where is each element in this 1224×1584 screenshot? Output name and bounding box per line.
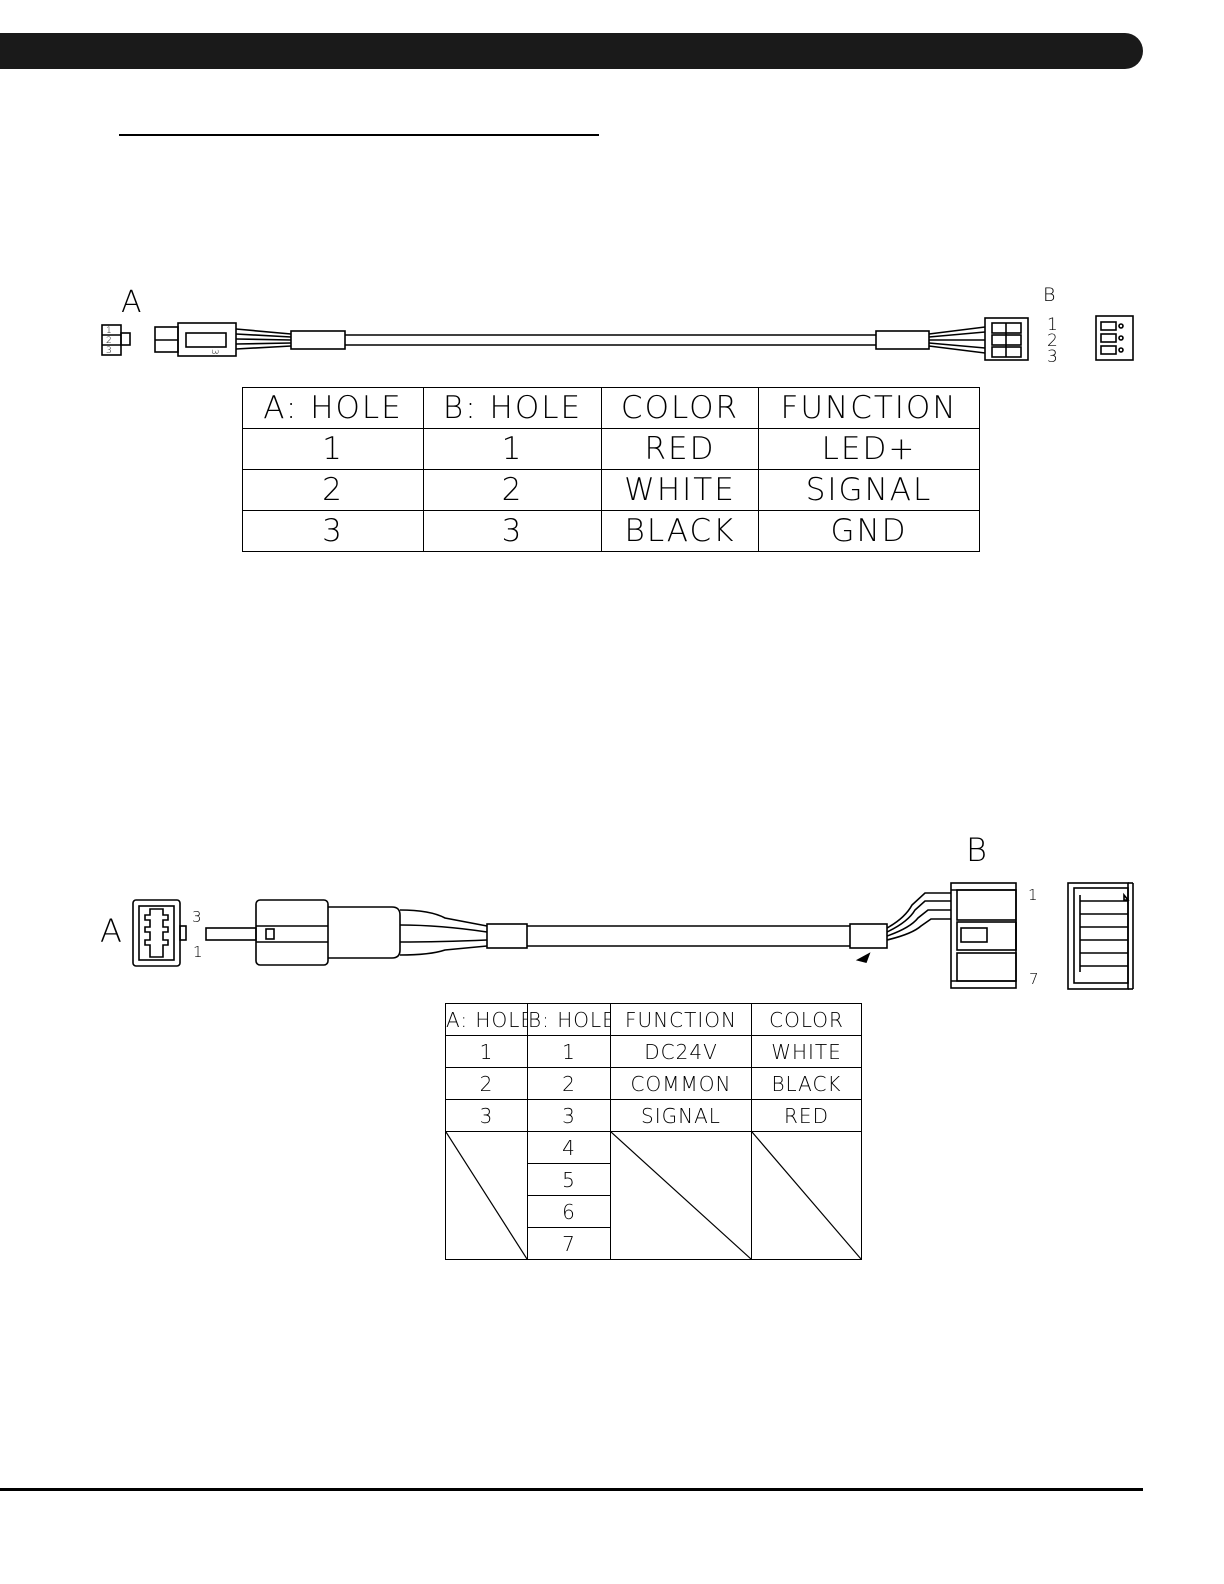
cell-a-hole: 2 bbox=[446, 1068, 528, 1100]
harness-2-pin-table: A: HOLE B: HOLE FUNCTION COLOR 1 1 DC24V… bbox=[445, 1003, 862, 1260]
header-color: COLOR bbox=[602, 388, 759, 429]
table-row: 3 3 SIGNAL RED bbox=[446, 1100, 862, 1132]
harness-1-connector-a-housing bbox=[155, 323, 236, 356]
table-header-row: A: HOLE B: HOLE COLOR FUNCTION bbox=[243, 388, 980, 429]
cell-a-hole: 2 bbox=[243, 470, 424, 511]
table-row: 2 2 COMMON BLACK bbox=[446, 1068, 862, 1100]
harness-2-drawing bbox=[133, 883, 1133, 989]
header-b-hole: B: HOLE bbox=[528, 1004, 611, 1036]
harness-1-a-pin-1: 1 bbox=[106, 326, 112, 336]
harness-2-connector-a-housing bbox=[206, 900, 400, 965]
table-row: 2 2 WHITE SIGNAL bbox=[243, 470, 980, 511]
harness-1-pin-table: A: HOLE B: HOLE COLOR FUNCTION 1 1 RED L… bbox=[242, 387, 980, 552]
header-b-hole: B: HOLE bbox=[424, 388, 602, 429]
cell-b-hole: 6 bbox=[528, 1196, 611, 1228]
cell-color: BLACK bbox=[602, 511, 759, 552]
harness-2-sleeve-b bbox=[850, 924, 887, 948]
unused-slash bbox=[611, 1132, 751, 1259]
harness-1-connector-b-face bbox=[1096, 316, 1133, 360]
unused-color-cell bbox=[752, 1132, 862, 1260]
harness-2-connector-b-housing bbox=[951, 883, 1016, 988]
header-a-hole: A: HOLE bbox=[446, 1004, 528, 1036]
header-color: COLOR bbox=[752, 1004, 862, 1036]
harness-1-label-b: B bbox=[1043, 284, 1055, 306]
harness-2-wires-b bbox=[887, 893, 951, 940]
harness-2-connector-a-face bbox=[133, 900, 186, 966]
header-a-hole: A: HOLE bbox=[243, 388, 424, 429]
unused-function-cell bbox=[611, 1132, 752, 1260]
harness-1-label-a: A bbox=[121, 285, 142, 320]
harness-1-wires-b bbox=[929, 327, 985, 353]
cell-b-hole: 3 bbox=[528, 1100, 611, 1132]
harness-1-a-side-pin: 3 bbox=[209, 349, 219, 355]
table-row: 1 1 DC24V WHITE bbox=[446, 1036, 862, 1068]
harness-1-b-pin-3: 3 bbox=[1047, 347, 1058, 367]
harness-2-a-pin-top: 3 bbox=[192, 908, 202, 926]
harness-2-b-pin-bottom: 7 bbox=[1029, 970, 1039, 988]
cell-color: WHITE bbox=[752, 1036, 862, 1068]
header-function: FUNCTION bbox=[759, 388, 980, 429]
harness-1-a-pin-2: 2 bbox=[106, 336, 112, 346]
harness-2-label-b: B bbox=[966, 831, 987, 869]
cell-b-hole: 2 bbox=[528, 1068, 611, 1100]
harness-1-cable bbox=[345, 335, 876, 345]
cell-b-hole: 3 bbox=[424, 511, 602, 552]
unused-slash bbox=[752, 1132, 861, 1259]
cell-color: WHITE bbox=[602, 470, 759, 511]
cell-b-hole: 5 bbox=[528, 1164, 611, 1196]
harness-1-a-pin-3: 3 bbox=[106, 346, 112, 356]
harness-1-wires-a bbox=[236, 329, 291, 349]
table-header-row: A: HOLE B: HOLE FUNCTION COLOR bbox=[446, 1004, 862, 1036]
harness-1-sleeve-b bbox=[876, 331, 929, 349]
table-row: 3 3 BLACK GND bbox=[243, 511, 980, 552]
harness-2-label-a: A bbox=[100, 912, 122, 950]
cell-color: RED bbox=[752, 1100, 862, 1132]
unused-slash bbox=[446, 1132, 527, 1259]
cell-function: LED+ bbox=[759, 429, 980, 470]
table-row: 1 1 RED LED+ bbox=[243, 429, 980, 470]
harness-2-connector-b-face bbox=[1068, 883, 1133, 989]
cell-function: GND bbox=[759, 511, 980, 552]
harness-2-sleeve-a bbox=[487, 924, 527, 948]
cell-function: SIGNAL bbox=[759, 470, 980, 511]
cell-b-hole: 2 bbox=[424, 470, 602, 511]
harness-2-b-pin-top: 1 bbox=[1028, 886, 1038, 904]
harness-2-cable bbox=[527, 926, 850, 946]
cell-a-hole: 3 bbox=[446, 1100, 528, 1132]
harness-1-drawing bbox=[102, 316, 1133, 360]
cell-b-hole: 4 bbox=[528, 1132, 611, 1164]
cell-color: BLACK bbox=[752, 1068, 862, 1100]
table-row: 4 bbox=[446, 1132, 862, 1164]
cell-a-hole: 1 bbox=[243, 429, 424, 470]
cell-function: COMMON bbox=[611, 1068, 752, 1100]
harness-1-sleeve-a bbox=[291, 331, 345, 349]
cell-function: DC24V bbox=[611, 1036, 752, 1068]
cell-color: RED bbox=[602, 429, 759, 470]
cell-b-hole: 1 bbox=[528, 1036, 611, 1068]
unused-a-hole-cell bbox=[446, 1132, 528, 1260]
header-function: FUNCTION bbox=[611, 1004, 752, 1036]
harness-1-connector-b-housing bbox=[985, 318, 1028, 360]
cell-a-hole: 3 bbox=[243, 511, 424, 552]
cell-a-hole: 1 bbox=[446, 1036, 528, 1068]
cell-b-hole: 7 bbox=[528, 1228, 611, 1260]
harness-2-pin-marker bbox=[858, 954, 869, 962]
cell-function: SIGNAL bbox=[611, 1100, 752, 1132]
cell-b-hole: 1 bbox=[424, 429, 602, 470]
harness-2-a-pin-bottom: 1 bbox=[193, 943, 203, 961]
harness-2-wires-a bbox=[400, 910, 487, 955]
